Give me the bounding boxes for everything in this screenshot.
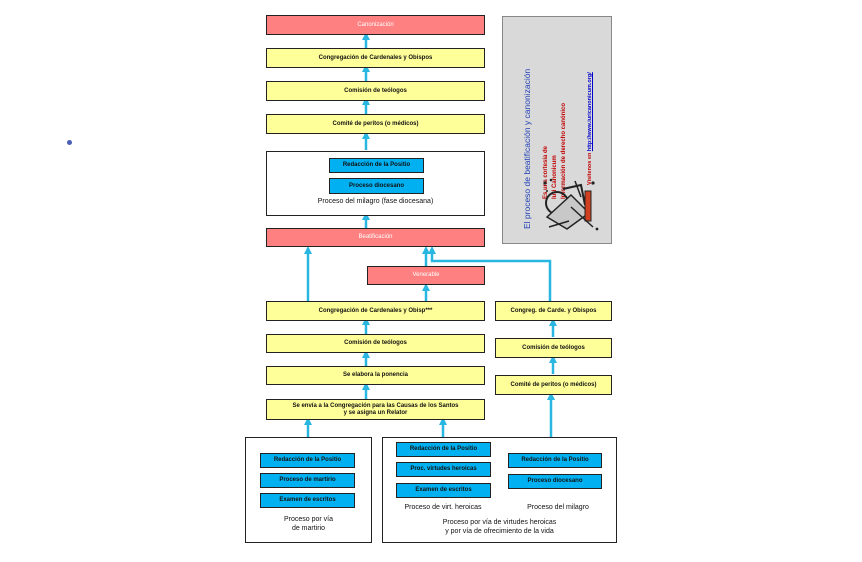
comision-top-label: Comisión de teólogos (344, 87, 407, 94)
congregacion-top-label: Congregación de Cardenales y Obispos (318, 54, 433, 61)
canonizacion-box: Canonización (266, 15, 485, 35)
congreg-right-box: Congreg. de Carde. y Obispos (495, 301, 612, 321)
martirio-caption-line1: Proceso por vía (283, 516, 334, 523)
iuricanonicum-link[interactable]: http://www.iuricanonicum.org/ (587, 72, 593, 152)
milagro-redaccion-box: Redacción de la Positio (329, 158, 424, 173)
venerable-label: Venerable (412, 272, 440, 279)
virtudes-item-1-label: Redacción de la Positio (409, 446, 478, 453)
virtudes-item-2: Proc. virtudes heroicas (396, 462, 491, 477)
comite-right-label: Comité de peritos (o médicos) (510, 381, 597, 388)
canonizacion-label: Canonización (357, 21, 394, 28)
martirio-caption-line2: de martirio (291, 524, 326, 532)
ponencia-box: Se elabora la ponencia (266, 366, 485, 385)
milagro-diocesano-label: Proceso diocesano (348, 182, 405, 189)
milagro-redaccion-label: Redacción de la Positio (342, 162, 411, 169)
relator-line2: y se asigna un Relator (343, 409, 408, 416)
comite-top-box: Comité de peritos (o médicos) (266, 114, 485, 134)
virtudes-big-caption: Proceso por vía de virtudes heroicas y p… (382, 519, 617, 537)
comite-right-box: Comité de peritos (o médicos) (495, 375, 612, 395)
beatificacion-label: Beatificación (358, 234, 393, 241)
big-caption-line2: y por vía de ofrecimiento de la vida (445, 527, 554, 535)
milagro-fase-caption: Proceso del milagro (fase diocesana) (317, 198, 434, 205)
martirio-caption: Proceso por vía de martirio (245, 516, 372, 534)
virtudes-item-2-label: Proc. virtudes heroicas (410, 466, 477, 473)
milagro-bottom-caption: Proceso del milagro (527, 504, 589, 511)
comision-top-box: Comisión de teólogos (266, 81, 485, 101)
comision-right-label: Comisión de teólogos (522, 344, 585, 351)
comision-mid-label: Comisión de teólogos (344, 340, 407, 347)
comision-mid-box: Comisión de teólogos (266, 334, 485, 353)
congregacion-top-box: Congregación de Cardenales y Obispos (266, 48, 485, 68)
martirio-item-3-label: Examen de escritos (279, 497, 336, 504)
martirio-item-3: Examen de escritos (260, 493, 355, 508)
martirio-item-1: Redacción de la Positio (260, 453, 355, 468)
decorative-clipart-icon (543, 178, 599, 231)
milagro-item-2-label: Proceso diocesano (527, 478, 583, 485)
info-visit: Visítenos en http://www.iuricanonicum.or… (587, 72, 593, 185)
comite-top-label: Comité de peritos (o médicos) (332, 120, 419, 127)
congreg-right-label: Congreg. de Carde. y Obispos (510, 307, 597, 314)
martirio-item-2-label: Proceso de martirio (279, 477, 336, 484)
arrow-right-to-beatificacion (427, 245, 552, 301)
virtudes-item-3: Examen de escritos (396, 483, 491, 498)
big-caption-line1: Proceso por vía de virtudes heroicas (442, 519, 557, 526)
milagro-item-1-label: Redacción de la Positio (521, 457, 589, 464)
virtudes-item-1: Redacción de la Positio (396, 442, 491, 457)
milagro-item-2: Proceso diocesano (508, 474, 602, 489)
ponencia-label: Se elabora la ponencia (342, 372, 409, 379)
beatificacion-box: Beatificación (266, 228, 485, 247)
congregacion-mid-box: Congregación de Cardenales y Obisp*** (266, 301, 485, 321)
relator-line1: Se envía a la Congregación para las Caus… (292, 402, 459, 409)
congregacion-mid-label: Congregación de Cardenales y Obisp*** (318, 307, 433, 314)
relator-box: Se envía a la Congregación para las Caus… (266, 399, 485, 420)
martirio-item-1-label: Redacción de la Positio (273, 457, 342, 464)
milagro-item-1: Redacción de la Positio (508, 453, 602, 468)
comision-right-box: Comisión de teólogos (495, 338, 612, 358)
bullet-dot (67, 140, 72, 145)
martirio-item-2: Proceso de martirio (260, 473, 355, 488)
info-panel: El proceso de beatificación y canonizaci… (502, 16, 612, 244)
milagro-diocesano-box: Proceso diocesano (329, 178, 424, 194)
virtudes-caption: Proceso de virt. heroicas (404, 504, 482, 511)
virtudes-item-3-label: Examen de escritos (415, 487, 472, 494)
info-title: El proceso de beatificación y canonizaci… (522, 68, 532, 229)
venerable-box: Venerable (367, 266, 485, 285)
